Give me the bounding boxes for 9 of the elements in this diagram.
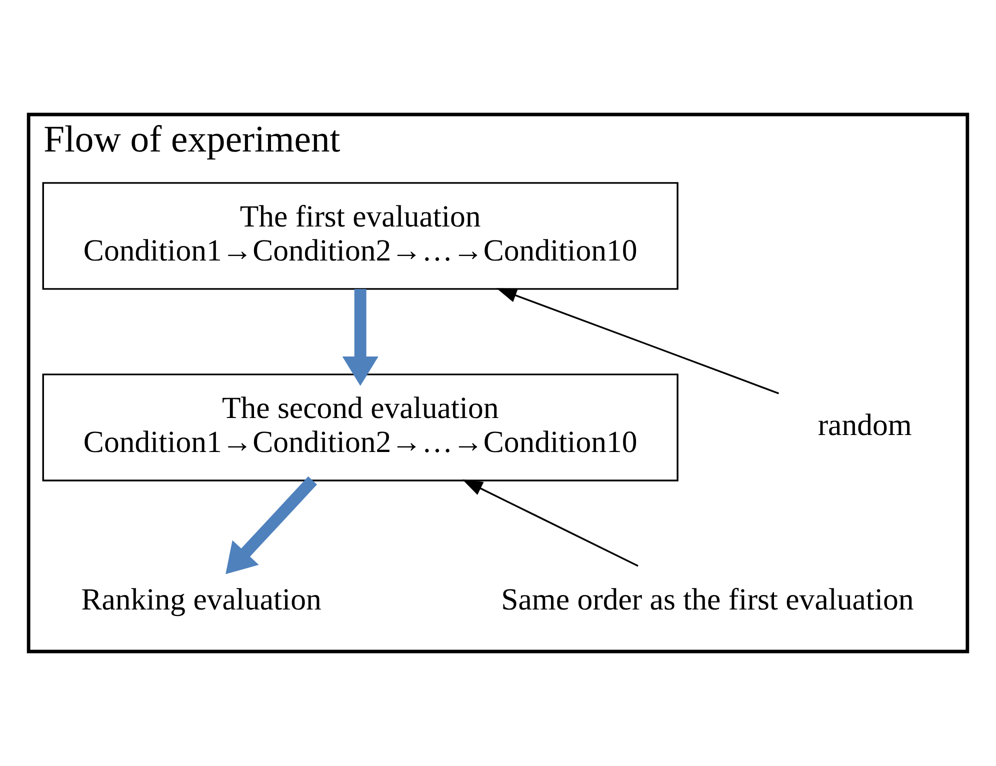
arrow [462,479,638,567]
arrow [226,476,318,574]
node-text: Ranking evaluation [81,582,322,616]
node-text: random [818,408,912,442]
node-box: The second evaluation Condition1→Condition2→…→Condition10 [42,374,678,482]
arrow [496,288,779,394]
arrow [342,289,378,386]
node-text: Same order as the first evaluation [501,582,914,616]
node-box: The first evaluation Condition1→Condition2→…→Condition10 [42,182,678,290]
